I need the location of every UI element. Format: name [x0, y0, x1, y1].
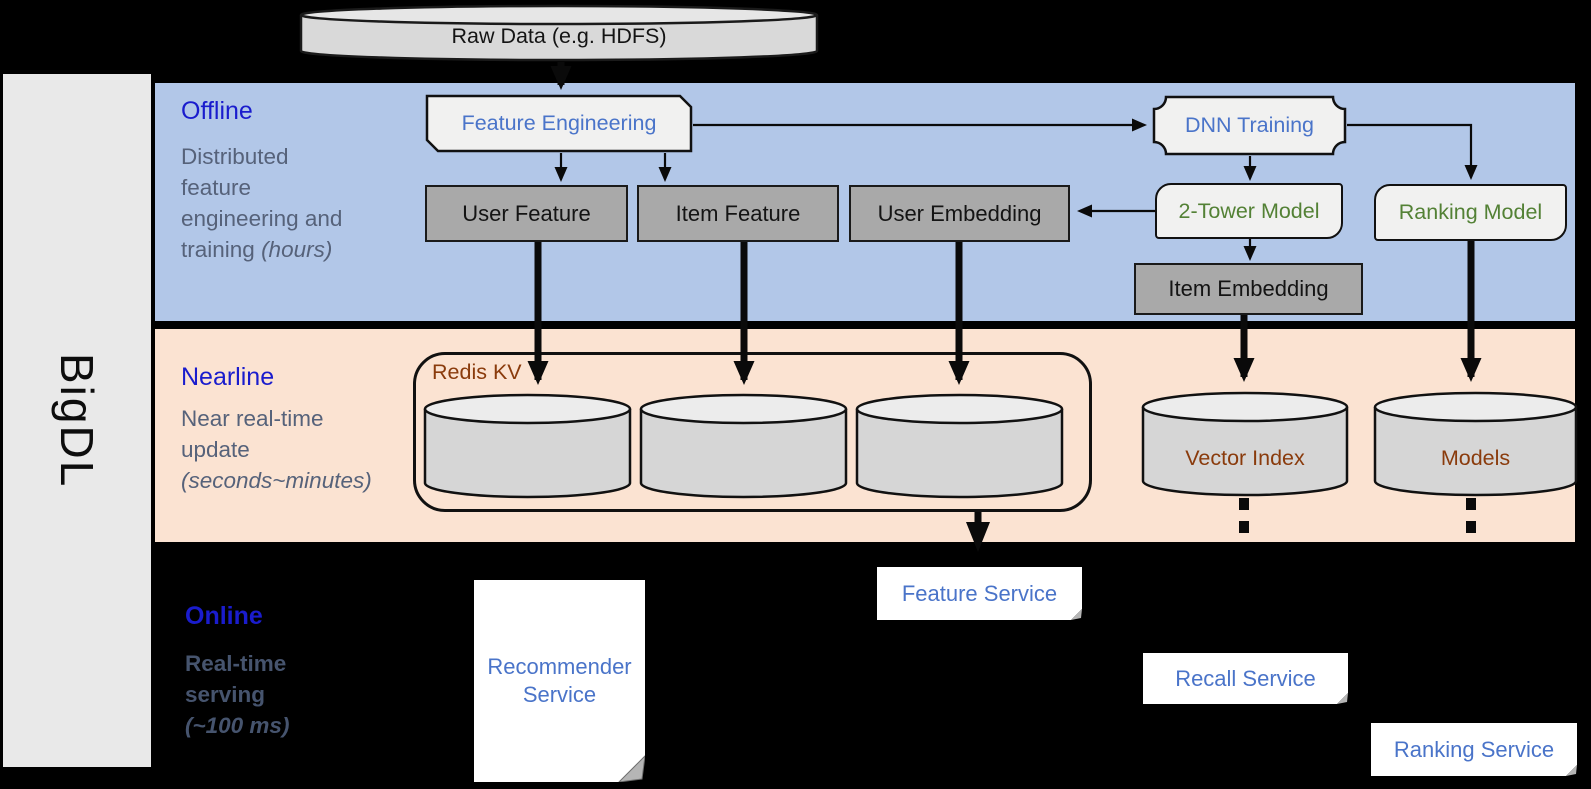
two-tower-model-node: 2-Tower Model — [1155, 183, 1343, 239]
online-description: Real-time serving (~100 ms) — [185, 651, 290, 738]
dnn-training-label: DNN Training — [1184, 113, 1315, 137]
recall-service-label: Recall Service — [1175, 665, 1316, 691]
raw-data-label: Raw Data (e.g. HDFS) — [451, 23, 667, 48]
cylinder-icon — [423, 393, 632, 499]
document-icon — [474, 580, 645, 782]
cylinder-icon — [299, 4, 819, 62]
user-feature-label: User Feature — [462, 200, 591, 226]
ranking-service-label: Ranking Service — [1393, 736, 1555, 762]
two-tower-model-label: 2-Tower Model — [1178, 198, 1320, 223]
redis-kv-container — [413, 352, 1092, 512]
ranking-service-node: Ranking Service — [1371, 723, 1577, 776]
nearline-description: Near real-time update (seconds~minutes) — [181, 406, 372, 493]
offline-title: Offline — [181, 97, 253, 125]
snip-rect-icon — [425, 94, 693, 153]
plaque-icon — [1152, 95, 1347, 156]
nearline-title: Nearline — [181, 363, 275, 391]
bigdl-logo-text: BigDL — [51, 352, 103, 489]
redis-kv-label: Redis KV — [432, 360, 522, 384]
cylinder-icon — [855, 393, 1064, 499]
vector-index-label: Vector Index — [1185, 446, 1305, 470]
item-feature-label: Item Feature — [675, 200, 801, 226]
kv-store-cylinder-2 — [639, 393, 848, 500]
document-icon — [877, 567, 1082, 620]
feature-engineering-label: Feature Engineering — [461, 111, 657, 135]
cylinder-icon — [1141, 391, 1349, 497]
document-icon — [1143, 653, 1348, 704]
ranking-model-label: Ranking Model — [1398, 200, 1543, 224]
dnn-training-node: DNN Training — [1152, 95, 1347, 156]
cylinder-icon — [1373, 391, 1578, 497]
bigdl-sidebar: BigDL — [3, 74, 151, 767]
models-store: Models — [1373, 391, 1578, 498]
recall-service-node: Recall Service — [1143, 653, 1348, 704]
item-embedding-node: Item Embedding — [1134, 263, 1363, 315]
recommender-service-label: Recommender Service — [487, 654, 632, 707]
document-icon — [1371, 723, 1577, 776]
cylinder-icon — [639, 393, 848, 499]
ranking-model-node: Ranking Model — [1374, 184, 1567, 241]
item-embedding-label: Item Embedding — [1168, 276, 1329, 301]
recommender-service-node: Recommender Service — [474, 580, 645, 782]
vector-index-store: Vector Index — [1141, 391, 1349, 498]
feature-engineering-node: Feature Engineering — [425, 94, 693, 153]
feature-service-node: Feature Service — [877, 567, 1082, 620]
user-embedding-label: User Embedding — [877, 200, 1042, 226]
offline-description: Distributed feature engineering and trai… — [181, 144, 343, 262]
models-label: Models — [1440, 446, 1511, 470]
user-embedding-node: User Embedding — [849, 185, 1070, 242]
kv-store-cylinder-3 — [855, 393, 1064, 500]
user-feature-node: User Feature — [425, 185, 628, 242]
online-title: Online — [185, 602, 263, 630]
item-feature-node: Item Feature — [637, 185, 839, 242]
kv-store-cylinder-1 — [423, 393, 632, 500]
feature-service-label: Feature Service — [901, 580, 1058, 606]
raw-data-store: Raw Data (e.g. HDFS) — [299, 4, 819, 62]
